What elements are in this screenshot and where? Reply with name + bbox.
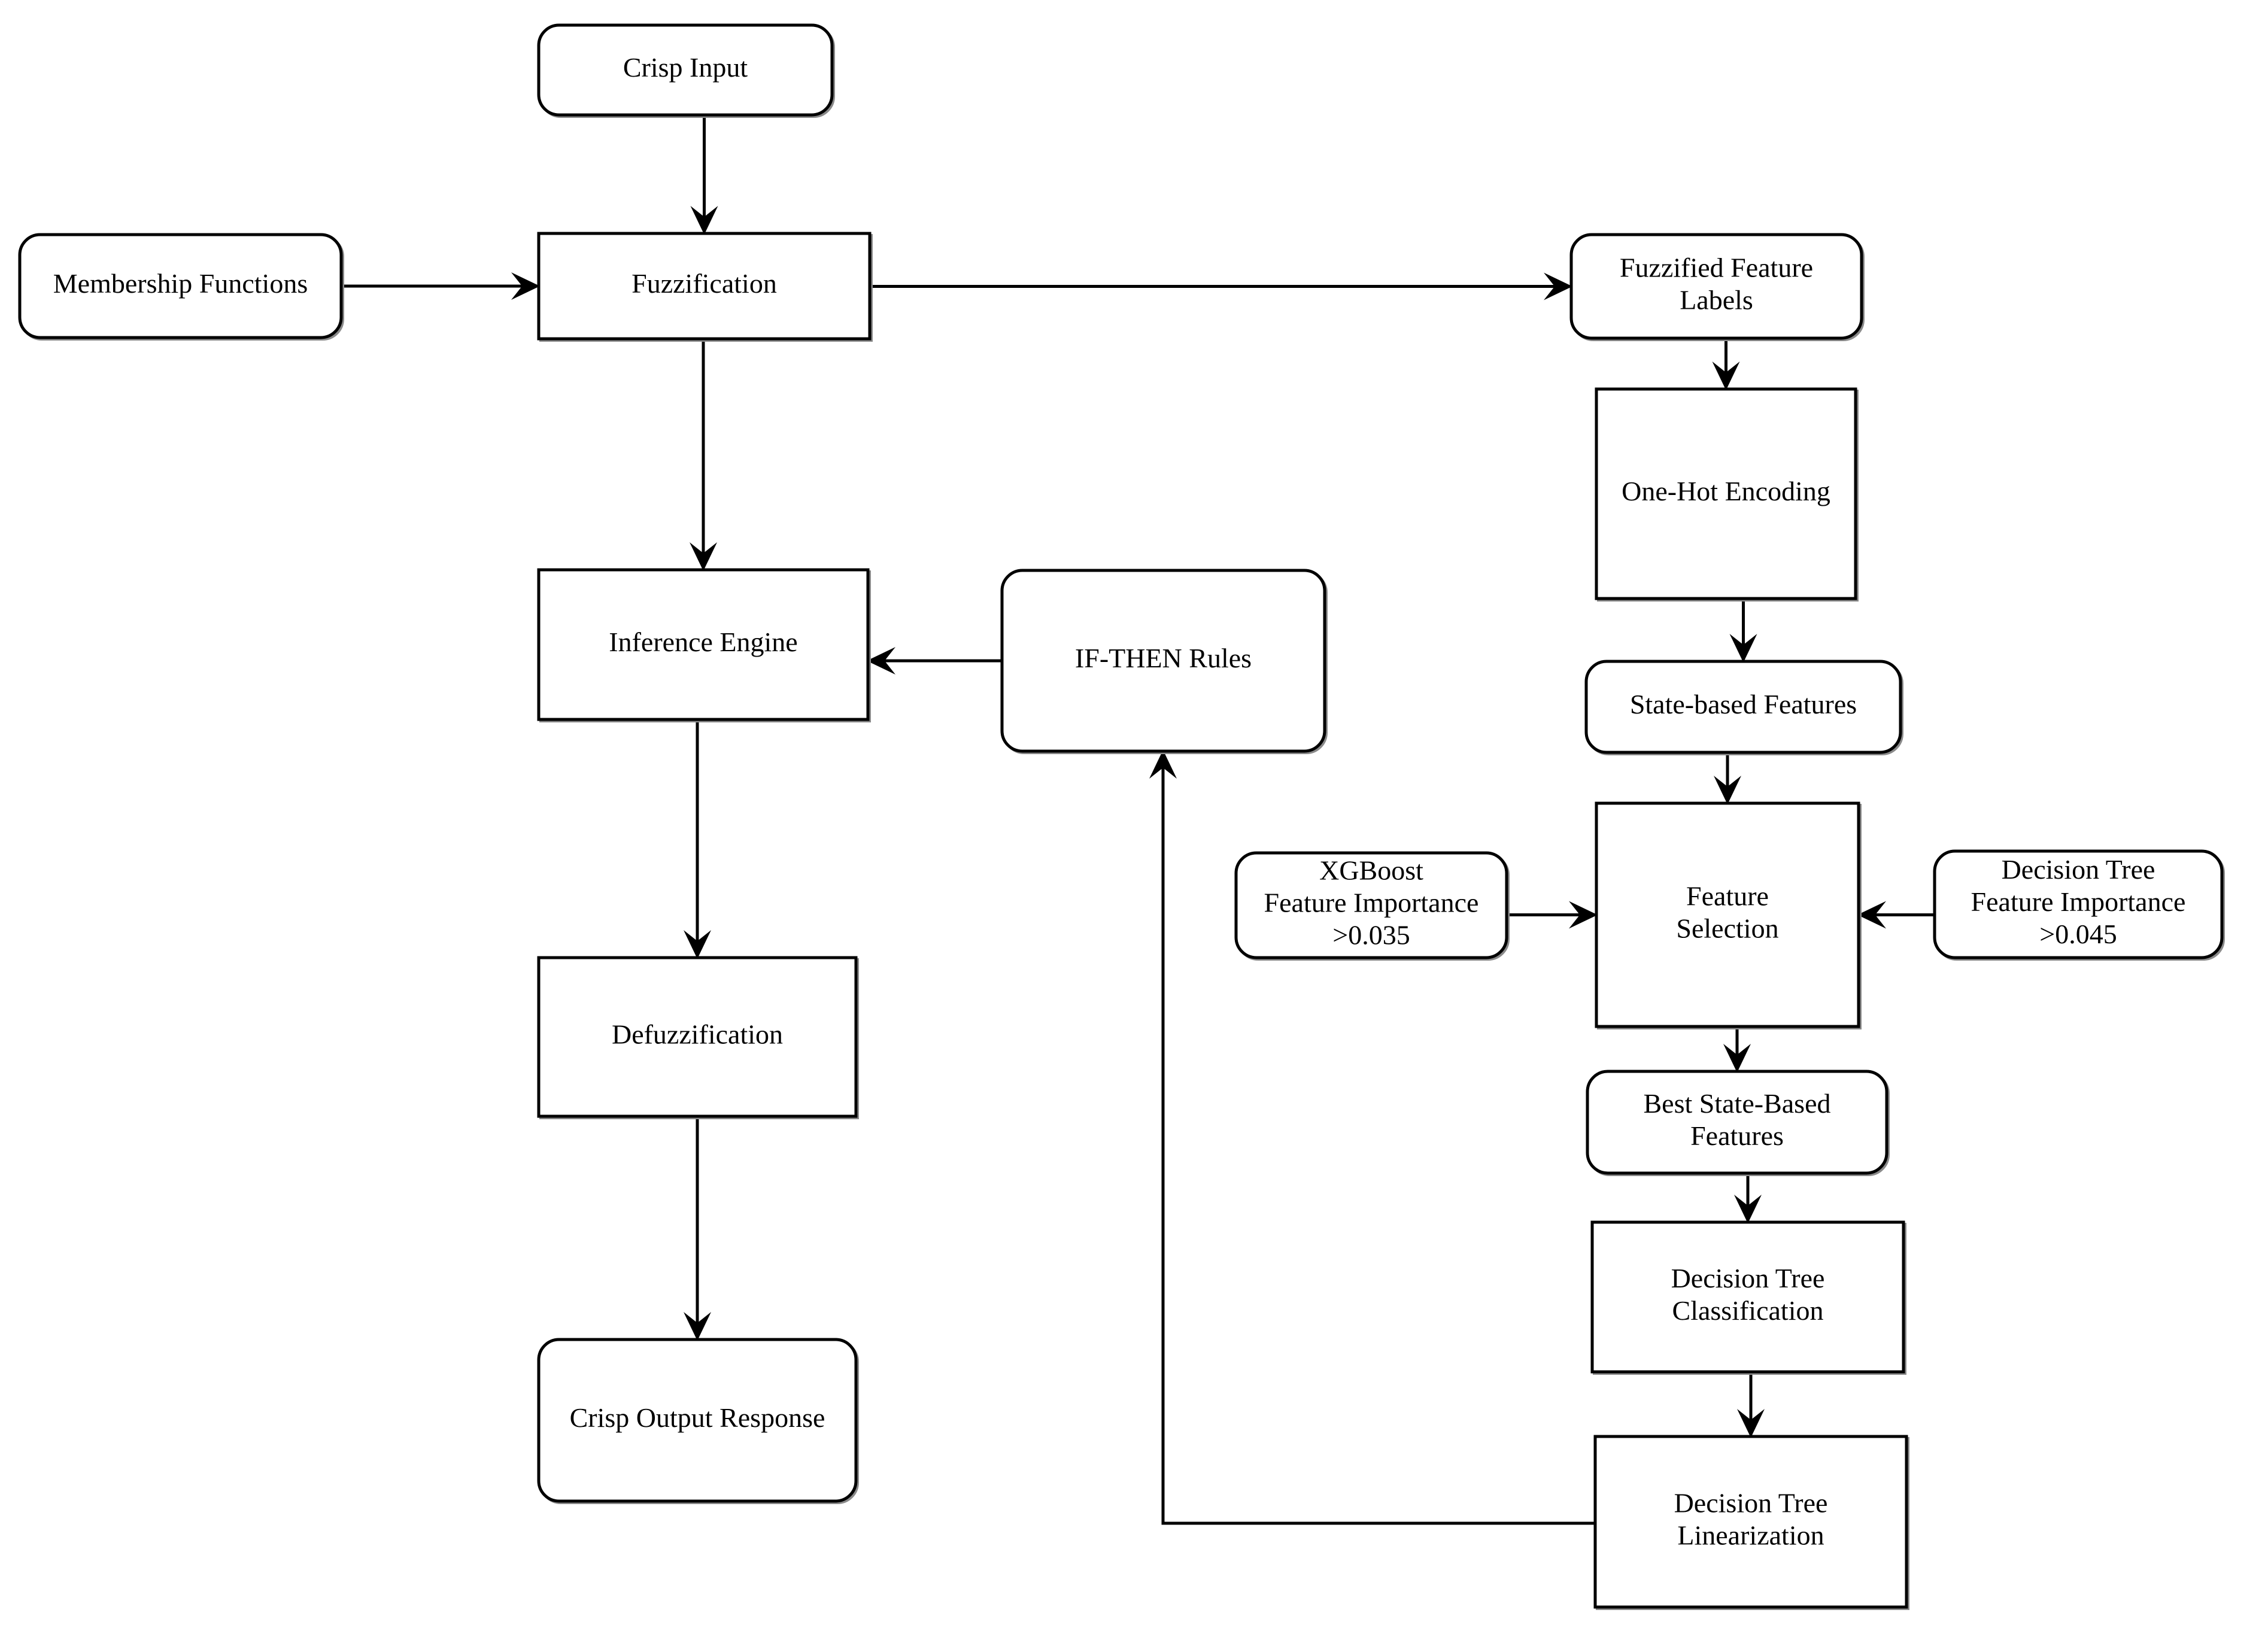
node-outline: [1595, 387, 1857, 600]
node-label-membership-functions: Membership Functions: [53, 268, 308, 299]
node-label-fuzzification: Fuzzification: [631, 268, 777, 299]
edge-layer: [341, 115, 1935, 1525]
node-label-inference-engine: Inference Engine: [609, 627, 797, 657]
node-label-crisp-output-response: Crisp Output Response: [570, 1402, 825, 1433]
node-outline: [1590, 1220, 1905, 1374]
node-outline: [1569, 233, 1863, 340]
node-outline: [18, 233, 343, 339]
flow-edge-e-defuzz-to-output: [684, 1116, 711, 1341]
node-outline: [1593, 1435, 1908, 1609]
flow-edge-e-rules-to-inference: [867, 647, 1002, 675]
flow-node-inference-engine[interactable]: Inference Engine: [537, 568, 871, 722]
node-label-crisp-input: Crisp Input: [623, 52, 748, 83]
node-label-state-based-features: State-based Features: [1630, 689, 1857, 719]
node-outline: [537, 1338, 858, 1503]
flow-node-defuzzification[interactable]: Defuzzification: [537, 956, 859, 1119]
flow-node-one-hot-encoding[interactable]: One-Hot Encoding: [1595, 387, 1859, 602]
node-label-defuzzification: Defuzzification: [612, 1019, 783, 1049]
node-outline: [1234, 851, 1508, 959]
flow-edge-e-dtfi-to-select: [1857, 901, 1935, 929]
flow-node-state-based-features[interactable]: State-based Features: [1584, 660, 1903, 755]
flow-edge-e-fuzz-to-inference: [690, 339, 717, 571]
flow-edge-e-fuzz-to-labels: [870, 272, 1572, 300]
node-outline: [537, 956, 858, 1118]
flow-node-membership-functions[interactable]: Membership Functions: [18, 233, 344, 341]
flow-edge-e-crisp-to-fuzz: [690, 115, 718, 235]
node-outline: [1584, 660, 1902, 754]
flow-edge-e-labels-to-onehot: [1712, 338, 1740, 390]
flow-node-crisp-input[interactable]: Crisp Input: [537, 23, 835, 118]
node-outline: [1595, 801, 1860, 1028]
node-label-if-then-rules: IF-THEN Rules: [1075, 643, 1252, 673]
node-outline: [537, 568, 870, 721]
flow-node-fuzzification[interactable]: Fuzzification: [537, 232, 873, 342]
node-outline: [537, 23, 834, 117]
node-label-one-hot-encoding: One-Hot Encoding: [1622, 476, 1830, 506]
flow-edge-e-best-to-dtclass: [1734, 1173, 1762, 1223]
flow-edge-e-state-to-select: [1714, 752, 1741, 804]
node-outline: [1586, 1070, 1889, 1175]
flow-edge-e-onehot-to-state: [1729, 599, 1757, 663]
flow-edge-e-select-to-best: [1723, 1026, 1751, 1073]
node-outline: [1933, 849, 2224, 959]
flow-node-crisp-output-response[interactable]: Crisp Output Response: [537, 1338, 859, 1504]
flow-edge-e-dtlin-to-rules: [1149, 750, 1595, 1525]
flow-edge-e-dtclass-to-dtlin: [1737, 1372, 1765, 1438]
flow-edge-e-inference-to-defuzz: [684, 719, 711, 959]
node-outline: [1000, 569, 1326, 753]
node-outline: [537, 232, 872, 341]
flow-node-if-then-rules[interactable]: IF-THEN Rules: [1000, 569, 1328, 754]
flow-edge-e-mf-to-fuzz: [341, 272, 540, 300]
flow-edge-e-xgb-to-select: [1507, 901, 1598, 929]
